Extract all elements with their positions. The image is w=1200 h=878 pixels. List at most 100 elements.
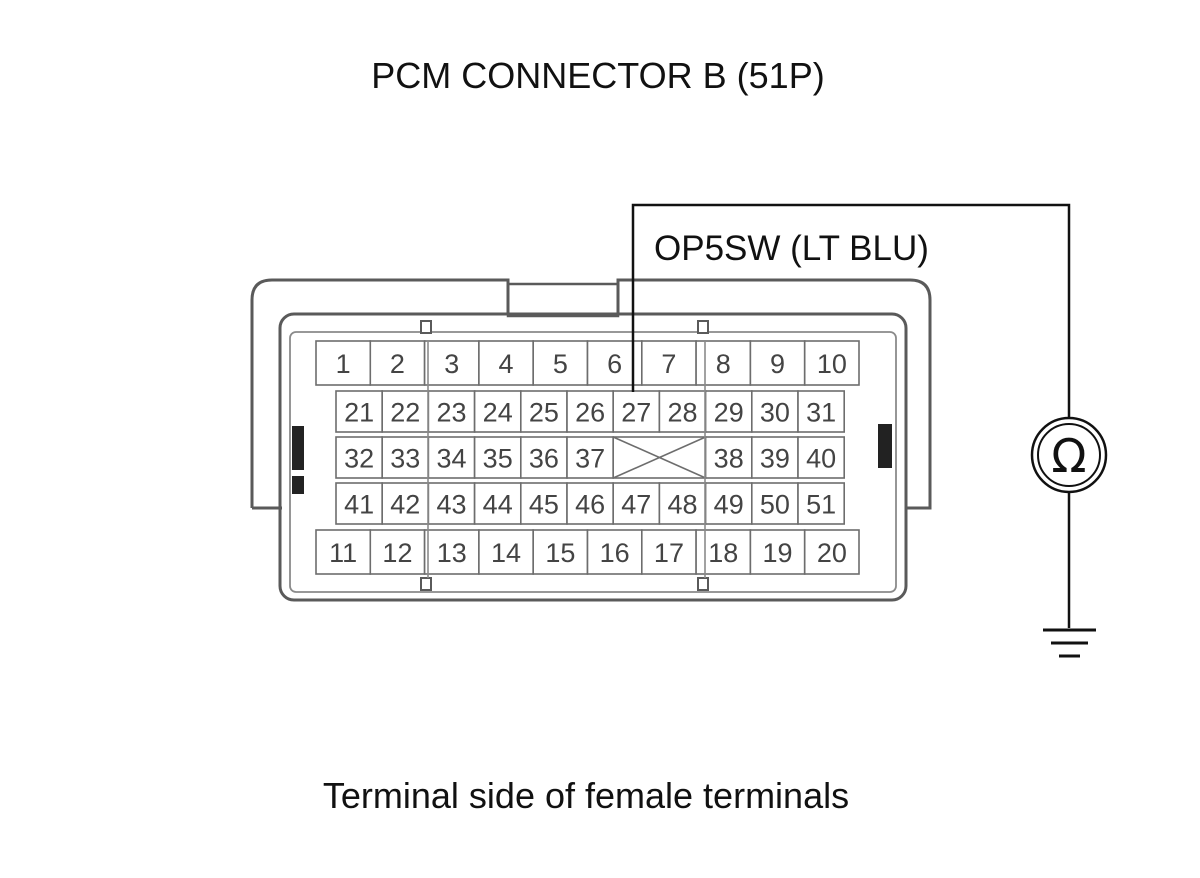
terminal-26-label: 26 [575, 398, 605, 428]
terminal-3-label: 3 [444, 349, 459, 379]
side-lock-left-upper [292, 426, 304, 470]
terminal-25-label: 25 [529, 398, 559, 428]
terminal-31-cell [797, 390, 846, 433]
housing-key-notches [420, 320, 709, 591]
terminal-40-label: 40 [806, 444, 836, 474]
terminal-2-label: 2 [390, 349, 405, 379]
terminal-29-cell [704, 390, 753, 433]
terminal-20-cell [803, 529, 860, 575]
terminal-16-cell [586, 529, 643, 575]
terminal-21-label: 21 [344, 398, 374, 428]
terminal-36-label: 36 [529, 444, 559, 474]
side-lock-left-lower [292, 476, 304, 494]
terminal-27-label: 27 [621, 398, 651, 428]
housing-latch-tab [506, 282, 620, 318]
terminal-36-cell [519, 436, 568, 479]
terminal-49-cell [704, 482, 753, 525]
terminal-34-cell [427, 436, 476, 479]
terminal-39-label: 39 [760, 444, 790, 474]
terminal-35-label: 35 [483, 444, 513, 474]
terminal-24-cell [473, 390, 522, 433]
terminal-42-label: 42 [390, 490, 420, 520]
terminal-27-cell [612, 390, 661, 433]
side-lock-right [878, 424, 892, 468]
terminal-17-cell [640, 529, 697, 575]
terminal-44-label: 44 [483, 490, 513, 520]
terminal-24-label: 24 [483, 398, 513, 428]
probe-wire [631, 203, 1071, 418]
terminal-46-label: 46 [575, 490, 605, 520]
ground-icon [1043, 628, 1096, 658]
terminal-26-cell [566, 390, 615, 433]
terminal-28-label: 28 [667, 398, 697, 428]
terminal-47-label: 47 [621, 490, 651, 520]
terminal-42-cell [381, 482, 430, 525]
terminal-51-cell [797, 482, 846, 525]
terminal-37-label: 37 [575, 444, 605, 474]
terminal-38-label: 38 [714, 444, 744, 474]
terminal-4-cell [478, 340, 534, 386]
terminal-18-label: 18 [708, 538, 738, 568]
terminal-11-label: 11 [329, 538, 357, 568]
terminal-5-label: 5 [553, 349, 568, 379]
terminal-31-label: 31 [806, 398, 836, 428]
terminal-48-cell [658, 482, 707, 525]
diagram-title: PCM CONNECTOR B (51P) [371, 55, 824, 96]
terminal-28-cell [658, 390, 707, 433]
ohmmeter-inner-ring [1037, 423, 1101, 487]
terminal-1-label: 1 [336, 349, 351, 379]
terminal-35-cell [473, 436, 522, 479]
terminal-4-label: 4 [499, 349, 514, 379]
terminal-10-label: 10 [817, 349, 847, 379]
terminal-13-label: 13 [437, 538, 467, 568]
terminal-12-cell [369, 529, 426, 575]
terminal-7-label: 7 [661, 349, 676, 379]
terminal-33-cell [381, 436, 430, 479]
terminal-48-label: 48 [667, 490, 697, 520]
terminal-25-cell [519, 390, 568, 433]
terminal-45-label: 45 [529, 490, 559, 520]
terminal-22-cell [381, 390, 430, 433]
terminal-23-label: 23 [436, 398, 466, 428]
terminal-49-label: 49 [714, 490, 744, 520]
terminal-6-label: 6 [607, 349, 622, 379]
terminal-7-cell [640, 340, 697, 386]
terminal-51-label: 51 [806, 490, 836, 520]
housing-inner-frame [278, 312, 908, 602]
ohmmeter-icon: Ω [1051, 429, 1086, 483]
housing-inner-face [289, 331, 897, 593]
terminal-2-cell [369, 340, 426, 386]
terminal-22-label: 22 [390, 398, 420, 428]
terminal-44-cell [473, 482, 522, 525]
grid-separators [427, 340, 706, 578]
terminal-33-label: 33 [390, 444, 420, 474]
housing-outer-shell [250, 278, 932, 510]
test-circuit [631, 203, 1108, 628]
terminal-10-cell [803, 340, 860, 386]
diagram-caption: Terminal side of female terminals [323, 775, 849, 816]
terminal-8-label: 8 [716, 349, 731, 379]
key-notch-top-right [697, 320, 709, 334]
terminal-12-label: 12 [382, 538, 412, 568]
connector-housing [250, 278, 932, 602]
key-notch-bottom-left [420, 577, 432, 591]
terminal-14-cell [478, 529, 534, 575]
terminal-9-cell [749, 340, 806, 386]
housing-side-locks [292, 424, 892, 494]
terminal-43-cell [427, 482, 476, 525]
terminal-50-label: 50 [760, 490, 790, 520]
blank-cavity-cross-line [612, 436, 706, 479]
terminal-37-cell [566, 436, 615, 479]
terminal-20-label: 20 [817, 538, 847, 568]
terminal-39-cell [750, 436, 799, 479]
terminal-16-label: 16 [600, 538, 630, 568]
ohmmeter-outer-ring [1030, 416, 1108, 494]
terminal-30-label: 30 [760, 398, 790, 428]
key-notch-top-left [420, 320, 432, 334]
terminal-5-cell [532, 340, 589, 386]
terminal-19-label: 19 [763, 538, 793, 568]
terminal-23-cell [427, 390, 476, 433]
terminal-17-label: 17 [654, 538, 684, 568]
